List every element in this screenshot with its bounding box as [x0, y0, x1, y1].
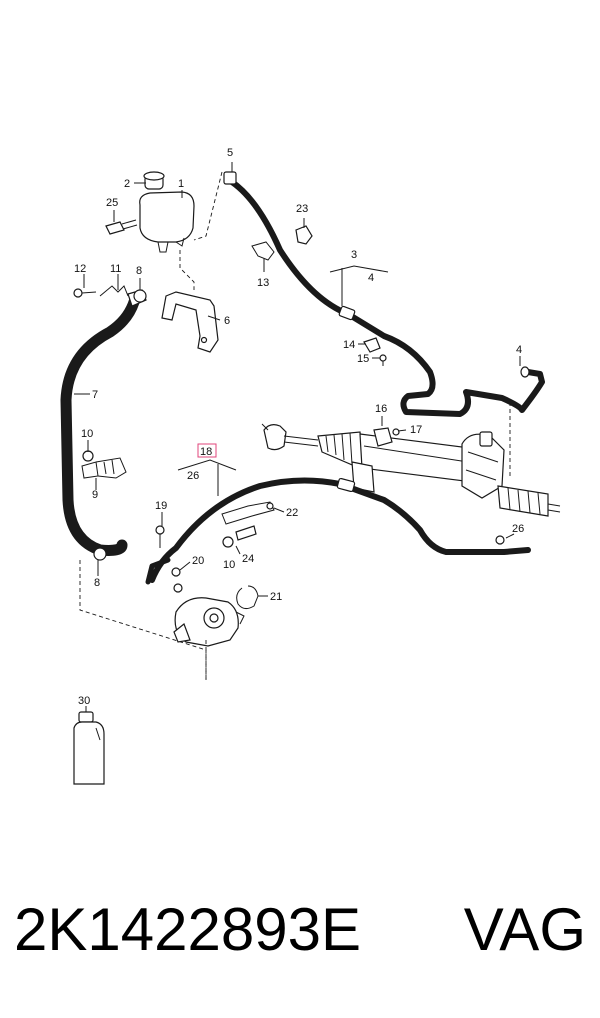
upper-line-guide-dash: [193, 171, 223, 241]
callout-10-upper: 10: [81, 428, 93, 440]
callout-25: 25: [106, 197, 118, 209]
callout-26-hose: 26: [187, 470, 199, 482]
callout-30: 30: [78, 695, 90, 707]
fluid-bottle: [73, 711, 105, 785]
callout-6: 6: [224, 315, 230, 327]
bolt-24: [235, 525, 257, 541]
clamp-21: [236, 585, 259, 610]
hose-clip: [99, 285, 129, 297]
steering-rack: [261, 423, 561, 517]
callout-8-upper: 8: [136, 265, 142, 277]
callout-12: 12: [74, 263, 86, 275]
power-steering-pump: [173, 597, 245, 647]
parts-diagram: 1 2 3 4 4 5 6 7 8 8 9 10 10 11 12 13 14 …: [60, 147, 561, 785]
highlighted-callout-box: [197, 443, 217, 458]
rack-clamp-16: [373, 427, 393, 447]
callout-19: 19: [155, 500, 167, 512]
return-hose: [60, 289, 147, 556]
callout-24: 24: [242, 553, 254, 565]
nut-10-lower: [222, 536, 234, 548]
bracket-14: [363, 337, 381, 353]
leader-lines: [74, 162, 521, 712]
line-clip-13: [251, 241, 275, 261]
callout-16: 16: [375, 403, 387, 415]
callout-7: 7: [92, 389, 98, 401]
clip-bolt: [73, 288, 97, 298]
pipe-seal: [520, 366, 530, 378]
callout-14: 14: [343, 339, 355, 351]
brand-caption: VAG: [463, 896, 586, 963]
rack-bolt-17: [392, 428, 400, 436]
hose-holder: [81, 457, 127, 479]
line-bracket-22: [221, 501, 275, 525]
line-holder-23: [295, 225, 313, 245]
bolt-19: [155, 525, 165, 548]
callout-18: 18: [200, 446, 212, 458]
callout-2: 2: [124, 178, 130, 190]
reservoir-guide-dash: [179, 250, 195, 290]
hose-clamp-bottom: [93, 547, 107, 561]
callout-20: 20: [192, 555, 204, 567]
nut-10-upper: [82, 450, 94, 462]
callout-4-upper: 4: [368, 272, 374, 284]
part-number-caption: 2K1422893E: [14, 896, 361, 963]
rack-seal-26: [495, 535, 505, 545]
callout-26-rack: 26: [512, 523, 524, 535]
callout-13: 13: [257, 277, 269, 289]
hose-clamp-top: [133, 289, 147, 303]
callout-1: 1: [178, 178, 184, 190]
callout-5: 5: [227, 147, 233, 159]
callout-11: 11: [110, 263, 121, 275]
reservoir-bracket: [161, 291, 219, 353]
pressure-line-upper: [223, 171, 545, 417]
reservoir-bolt: [105, 219, 138, 235]
pump-seal-20: [171, 567, 183, 593]
callout-22: 22: [286, 507, 298, 519]
callout-3: 3: [351, 249, 357, 261]
callout-21: 21: [270, 591, 282, 603]
callout-15: 15: [357, 353, 369, 365]
callout-4-right: 4: [516, 344, 522, 356]
pressure-hose-assembly: [145, 477, 531, 585]
callout-labels: 1 2 3 4 4 5 6 7 8 8 9 10 10 11 12 13 14 …: [74, 147, 524, 707]
callout-10-lower: 10: [223, 559, 235, 571]
bolt-15: [379, 354, 387, 366]
fluid-reservoir: [139, 171, 195, 253]
callout-8-lower: 8: [94, 577, 100, 589]
callout-17: 17: [410, 424, 422, 436]
callout-9: 9: [92, 489, 98, 501]
callout-23: 23: [296, 203, 308, 215]
